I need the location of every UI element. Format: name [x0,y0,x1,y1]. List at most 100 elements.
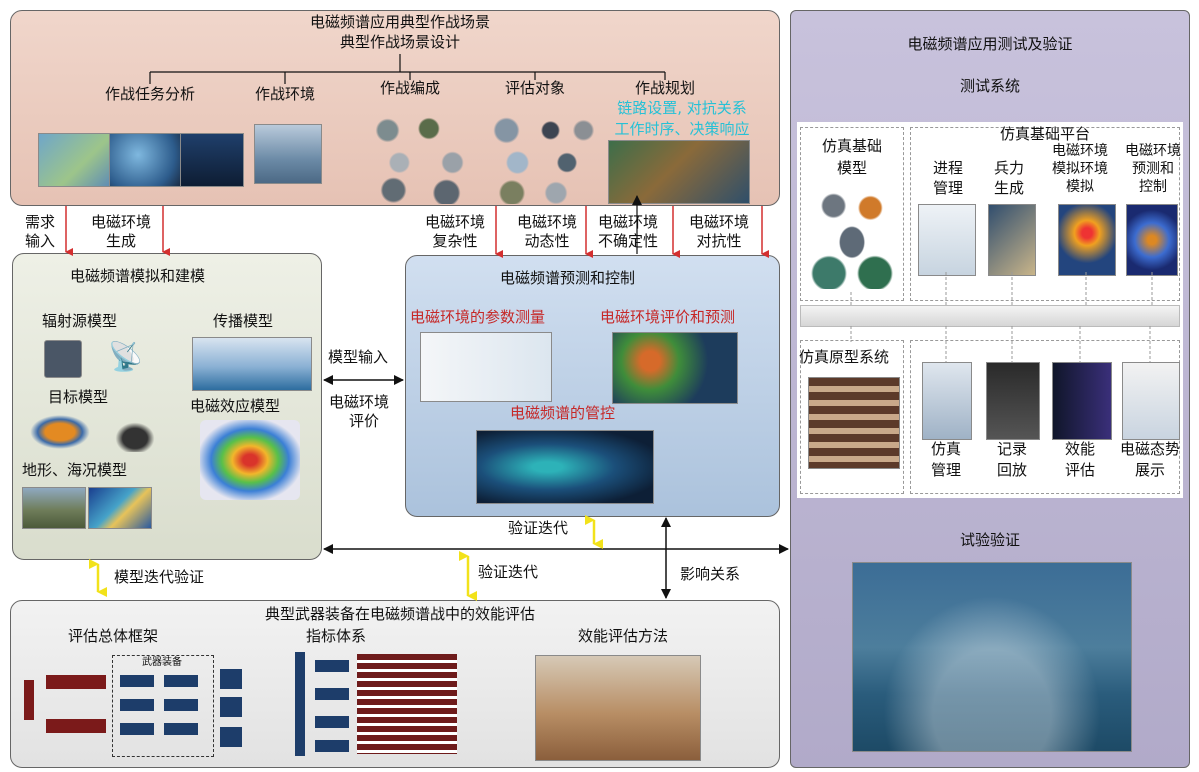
top-item-mission: 作战任务分析 [104,85,195,103]
col1-label-1: 进程 [932,159,963,177]
em-effect-label: 电磁效应模型 [190,397,281,415]
dynamic-label-1: 电磁环境 [516,213,577,231]
b2-label-1: 记录 [996,440,1027,458]
platform-label: 仿真基础平台 [999,125,1090,143]
sim-base-label-1: 仿真基础 [821,137,882,155]
b3-label-1: 效能 [1064,440,1095,458]
situation-display-image [1122,362,1180,440]
target-objects-image [490,112,600,204]
col2-label-1: 兵力 [993,159,1024,177]
index-system-diagram [295,652,460,758]
antagonism-label-1: 电磁环境 [688,213,749,231]
col3-label-3: 模拟 [1066,179,1094,195]
antagonism-label-2: 对抗性 [696,232,742,250]
right-title: 电磁频谱应用测试及验证 [907,35,1073,53]
experiment-dome-image [852,562,1132,752]
col3-label-1: 电磁环境 [1052,143,1108,159]
b2-label-2: 回放 [996,461,1027,479]
radiation-source-label: 辐射源模型 [42,312,118,330]
b1-label-2: 管理 [930,461,961,479]
propagation-image [192,337,312,391]
complex-label-1: 电磁环境 [424,213,485,231]
sim-proto-label: 仿真原型系统 [799,348,890,366]
em-predict-image [1126,204,1178,276]
spectrum-control-image [476,430,654,504]
env-eval-label-2: 评价 [348,412,379,430]
env-gen-label-2: 生成 [105,232,136,250]
top-item-target: 评估对象 [504,79,565,97]
col4-label-2: 预测和 [1132,161,1174,177]
req-input-label-1: 需求 [25,213,56,231]
b4-label-1: 电磁态势 [1119,440,1180,458]
evaluation-method-image [535,655,701,761]
mission-globe-image [109,133,181,187]
em-sim-image [1058,204,1116,276]
ship-model-image [110,418,160,452]
framework-diagram: 武器装备 [24,655,246,757]
dynamic-label-2: 动态性 [524,232,570,250]
em-effect-image [200,420,300,500]
sim-base-label-2: 模型 [836,159,867,177]
b3-label-2: 评估 [1064,461,1095,479]
mission-aircraft-image [180,133,244,187]
eval-predict-label: 电磁环境评价和预测 [600,308,736,326]
method-label: 效能评估方法 [578,627,669,645]
top-item-formation: 作战编成 [379,79,440,97]
sim-base-image [806,185,898,289]
top-title: 电磁频谱应用典型作战场景 [309,13,490,31]
force-gen-image [988,204,1036,276]
top-subtitle: 典型作战场景设计 [339,33,460,51]
col2-label-2: 生成 [993,179,1024,197]
test-system-label: 测试系统 [959,77,1020,95]
req-input-label-2: 输入 [25,232,56,250]
target-model-label: 目标模型 [48,388,109,406]
col4-label-3: 控制 [1139,179,1167,195]
sea-state-image [88,487,152,529]
sim-proto-image [808,377,900,469]
model-input-label: 模型输入 [328,348,389,366]
prediction-title: 电磁频谱预测和控制 [500,269,636,287]
uncertain-label-2: 不确定性 [597,232,658,250]
efficiency-eval-image [1052,362,1112,440]
col4-label-1: 电磁环境 [1125,143,1181,159]
complex-label-2: 复杂性 [432,232,478,250]
sim-mgmt-image [922,362,972,440]
b4-label-2: 展示 [1134,461,1165,479]
param-measure-image [420,332,552,402]
verify-iter-label-1: 验证迭代 [508,519,569,537]
spectrum-control-label: 电磁频谱的管控 [510,404,616,422]
evaluation-title: 典型武器装备在电磁频谱战中的效能评估 [264,605,535,623]
model-iter-verify-label: 模型迭代验证 [114,568,205,586]
framework-label: 评估总体框架 [68,627,159,645]
formation-units-image [364,112,482,204]
platform-bus-bar [800,305,1180,327]
env-eval-label-1: 电磁环境 [329,393,390,411]
planning-image [608,140,750,204]
terrain-image [22,487,86,529]
planning-note-2: 工作时序、决策响应 [614,120,750,138]
framework-inner-label: 武器装备 [142,657,182,668]
environment-image [254,124,322,184]
record-replay-image [986,362,1040,440]
col1-label-2: 管理 [932,179,963,197]
index-system-label: 指标体系 [306,627,367,645]
top-item-planning: 作战规划 [634,79,695,97]
env-gen-label-1: 电磁环境 [90,213,151,231]
param-measure-label: 电磁环境的参数测量 [410,308,546,326]
uncertain-label-1: 电磁环境 [597,213,658,231]
process-mgmt-image [918,204,976,276]
antenna-icon: 📡 [108,340,143,373]
terrain-label: 地形、海况模型 [22,461,128,479]
verify-iter-label-2: 验证迭代 [478,563,539,581]
top-item-environment: 作战环境 [254,85,315,103]
planning-note-1: 链路设置, 对抗关系 [617,99,747,117]
eval-predict-image [612,332,738,404]
col3-label-2: 模拟环境 [1052,161,1108,177]
propagation-label: 传播模型 [213,312,274,330]
radar-array-image [44,340,82,378]
b1-label-1: 仿真 [930,440,961,458]
aircraft-model-image [25,412,95,452]
experiment-label: 试验验证 [959,531,1020,549]
modeling-title: 电磁频谱模拟和建模 [70,267,206,285]
